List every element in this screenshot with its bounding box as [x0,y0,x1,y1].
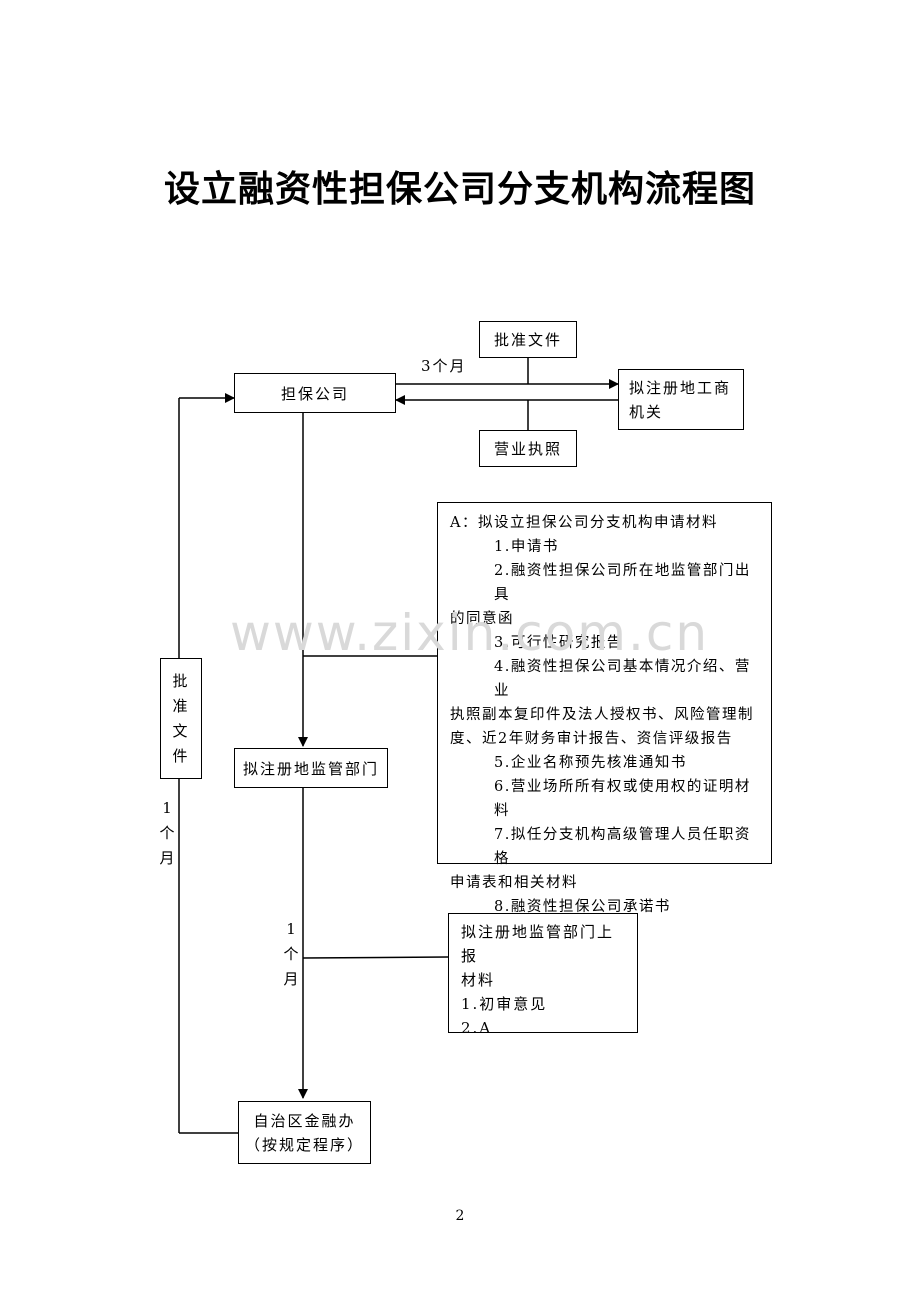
node-finance-office: 自治区金融办 （按规定程序） [238,1101,371,1164]
report-materials-box: 拟注册地监管部门上报 材料 1.初审意见 2.A [448,913,638,1037]
list-item: 的同意函 [450,611,514,627]
materials-a-heading: A：拟设立担保公司分支机构申请材料 [450,515,718,531]
list-item: 2.融资性担保公司所在地监管部门出具 [494,563,751,603]
char: 准 [172,696,190,715]
node-approval-doc-left: 批 准 文 件 [160,658,202,779]
page-number: 2 [455,1208,465,1224]
list-item: 执照副本复印件及法人授权书、风险管理制 [450,707,754,723]
report-heading-line1: 拟注册地监管部门上报 [461,923,615,965]
node-regulator: 拟注册地监管部门 [234,748,388,788]
list-item: 3.可行性研究报告 [494,635,623,651]
char: 件 [172,746,190,765]
list-item: 1.初审意见 [461,995,548,1013]
list-item: 6.营业场所所有权或使用权的证明材料 [494,779,751,819]
list-item: 8.融资性担保公司承诺书 [494,899,671,915]
list-item: 2.A [461,1019,493,1037]
char: 文 [172,721,190,740]
page-title: 设立融资性担保公司分支机构流程图 [163,169,756,210]
label-three-months: 3个月 [421,357,467,375]
node-approval-doc: 批准文件 [479,321,577,358]
list-item: 度、近2年财务审计报告、资信评级报告 [450,731,733,747]
connector-report-materials [302,956,449,959]
char: 批 [172,671,190,690]
finance-office-note: （按规定程序） [244,1136,364,1154]
finance-office-name: 自治区金融办 [253,1112,356,1130]
node-guarantee-company: 担保公司 [234,373,396,413]
list-item: 5.企业名称预先核准通知书 [494,755,687,771]
materials-a-box: A：拟设立担保公司分支机构申请材料 1.申请书 2.融资性担保公司所在地监管部门… [437,502,772,939]
list-item: 申请表和相关材料 [450,875,578,891]
list-item: 1.申请书 [494,539,559,555]
label-one-month-left: 1 个 月 [157,796,177,871]
label-one-month-center: 1 个 月 [283,920,299,988]
report-heading-line2: 材料 [461,971,496,989]
node-aic: 拟注册地工商机关 [618,369,744,430]
node-business-license: 营业执照 [479,430,577,467]
list-item: 4.融资性担保公司基本情况介绍、营业 [494,659,751,699]
list-item: 7.拟任分支机构高级管理人员任职资格 [494,827,751,867]
